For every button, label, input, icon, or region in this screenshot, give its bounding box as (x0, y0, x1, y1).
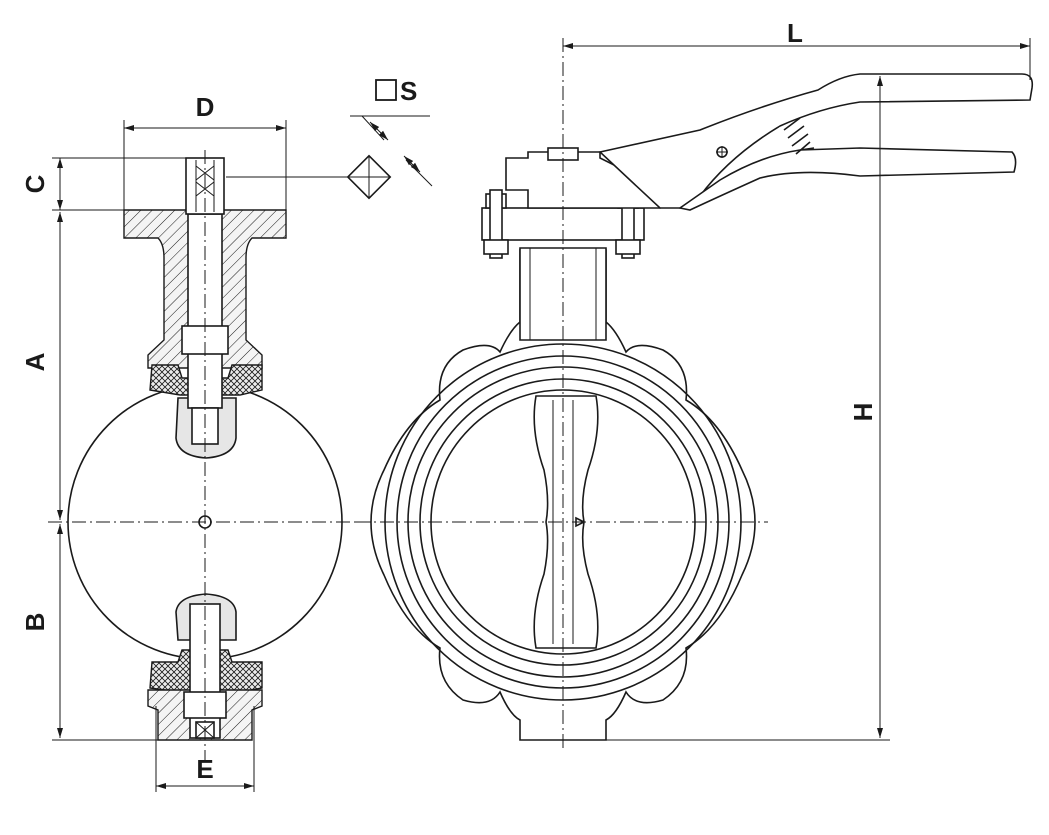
handle-lever-upper (598, 73, 1034, 209)
dim-label-B: B (20, 613, 50, 632)
square-stem-detail (226, 79, 433, 200)
trigger-spring (783, 117, 815, 155)
square-symbol (375, 79, 397, 101)
front-neck (519, 247, 607, 341)
dim-label-S: S (400, 76, 417, 106)
dim-label-A: A (20, 352, 50, 371)
front-view (356, 38, 1034, 748)
dim-label-C: C (20, 174, 50, 193)
left-bolt (483, 189, 509, 259)
dim-label-H: H (848, 403, 878, 422)
side-section-view (48, 150, 380, 760)
dim-label-E: E (196, 754, 213, 784)
dimension-lines (52, 38, 1031, 792)
dim-label-L: L (787, 18, 803, 48)
handle-lever-lower (678, 147, 1017, 211)
dim-label-D: D (196, 92, 215, 122)
